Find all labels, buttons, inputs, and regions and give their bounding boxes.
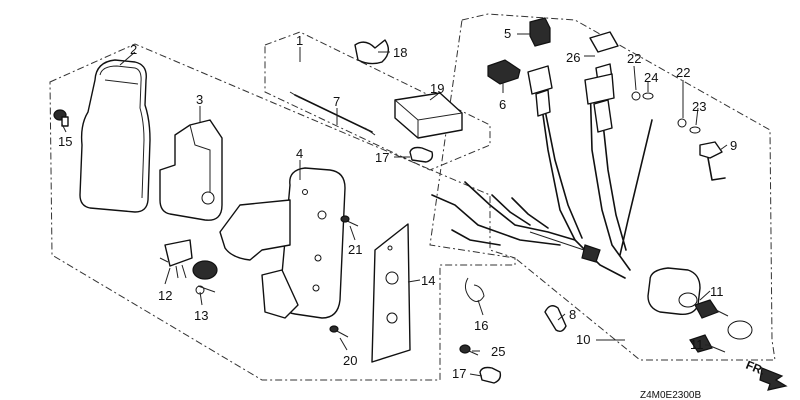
connector-6 [487,59,521,85]
nut-22-left [631,91,641,101]
callout-labels: 1 2 3 4 5 6 7 8 9 10 11 11 12 13 14 15 1… [58,26,737,381]
relay-5 [529,17,551,47]
harness-socket-right [584,73,615,133]
callout-13: 13 [194,308,208,323]
callout-16: 16 [474,318,488,333]
clip-17-lower [479,366,502,384]
screw-21 [340,215,359,227]
callout-6: 6 [499,97,506,112]
key-11-upper [694,299,753,340]
callout-26: 26 [566,50,580,65]
callout-12: 12 [158,288,172,303]
callout-25: 25 [491,344,505,359]
callout-24: 24 [644,70,658,85]
callout-22-right: 22 [676,65,690,80]
callout-5: 5 [504,26,511,41]
control-panel [219,167,346,319]
callout-23: 23 [692,99,706,114]
wire-harness [431,79,653,279]
control-cable [289,91,376,136]
callout-3: 3 [196,92,203,107]
direction-label: FR. [744,358,767,378]
clip-17-upper [409,146,434,163]
callout-2: 2 [130,42,137,57]
nut-22-right [677,118,687,128]
bolt-25 [459,344,479,356]
washer-23 [689,126,701,134]
terminal-9 [699,141,726,181]
callout-17-lower: 17 [452,366,466,381]
callout-4: 4 [296,146,303,161]
fuse-case-26 [589,31,619,83]
callout-15: 15 [58,134,72,149]
callout-19: 19 [430,81,444,96]
control-box-cover [79,59,151,213]
callout-18: 18 [393,45,407,60]
wire-clip-16 [464,277,485,302]
diagram-code: Z4M0E2300B [640,390,701,400]
screw-20 [329,325,349,338]
cable-group-outline [264,31,491,171]
cushion-19 [394,92,463,139]
callout-7: 7 [333,94,340,109]
callout-20: 20 [343,353,357,368]
callout-1: 1 [296,33,303,48]
control-box-group-outline [49,43,516,381]
callout-10: 10 [576,332,590,347]
clip-8 [544,305,567,333]
callout-11-lower: 11 [690,337,704,352]
front-direction-arrow: FR. [744,358,788,391]
callout-22-left: 22 [627,51,641,66]
callout-8: 8 [569,307,576,322]
callout-21: 21 [348,242,362,257]
washer-24 [642,92,654,100]
harness-group-outline [429,13,776,361]
knob-13 [192,260,218,295]
group-outlines [49,13,776,381]
screw-15 [53,109,69,127]
callout-14: 14 [421,273,435,288]
callout-9: 9 [730,138,737,153]
callout-17-upper: 17 [375,150,389,165]
harness-socket-left [527,65,553,117]
callout-11-upper: 11 [710,284,724,299]
key-11-lower [689,334,726,353]
gasket-plate [371,223,411,363]
bracket-3 [159,119,223,221]
leader-lines [61,33,728,377]
ignition-switch [647,267,701,315]
switch-12 [159,239,193,279]
